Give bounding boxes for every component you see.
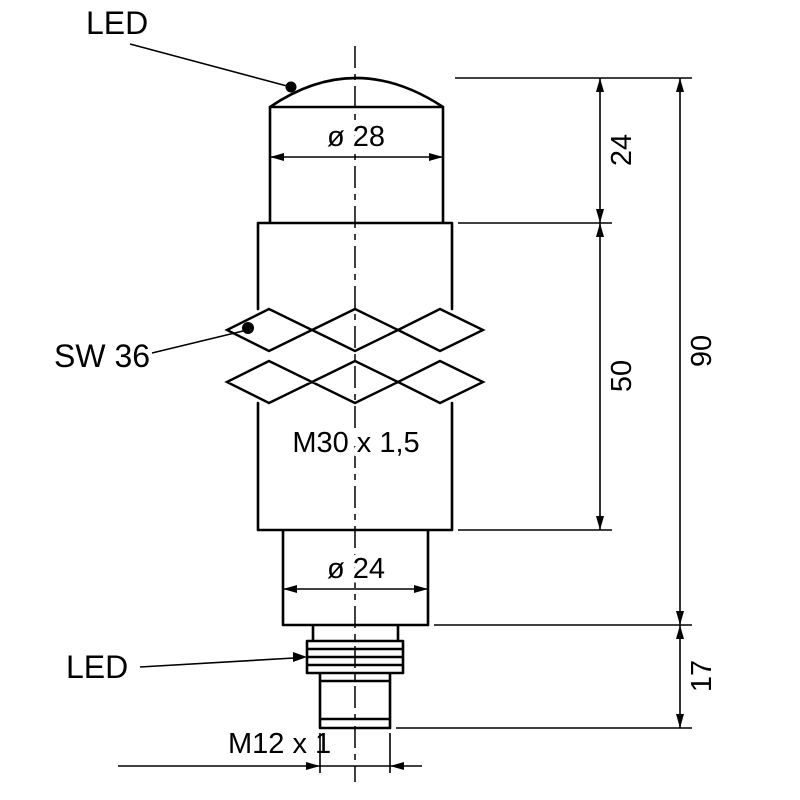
hex-nut-sw36 [224, 307, 486, 405]
dimension-lines-path [118, 78, 681, 767]
led-bottom-label: LED [66, 649, 128, 685]
extension-lines [319, 77, 692, 773]
leader-lines [129, 43, 307, 668]
sw36-label: SW 36 [54, 338, 150, 374]
hex-nut-facets [224, 307, 486, 405]
sw36-position-dot [242, 322, 254, 334]
leader-lines-path [129, 43, 295, 668]
dim-50-label: 50 [606, 360, 638, 392]
m12-thread-label: M12 x 1 [228, 728, 331, 760]
drawing-labels: LED SW 36 LED ø 28 M30 x 1,5 ø 24 M12 x … [54, 5, 718, 760]
dim-17-label: 17 [686, 660, 718, 692]
led-position-dot [285, 81, 297, 93]
dim-90-label: 90 [686, 335, 718, 367]
dim-24-label: 24 [606, 134, 638, 166]
led-top-label: LED [86, 5, 148, 41]
dia24-dimension-label: ø 24 [327, 553, 385, 585]
dia28-dimension-label: ø 28 [327, 121, 385, 153]
m30-thread-label: M30 x 1,5 [292, 427, 419, 459]
dimension-lines [118, 78, 684, 770]
extension-lines-path [319, 77, 692, 773]
led-bottom-leader-arrow [293, 652, 307, 662]
